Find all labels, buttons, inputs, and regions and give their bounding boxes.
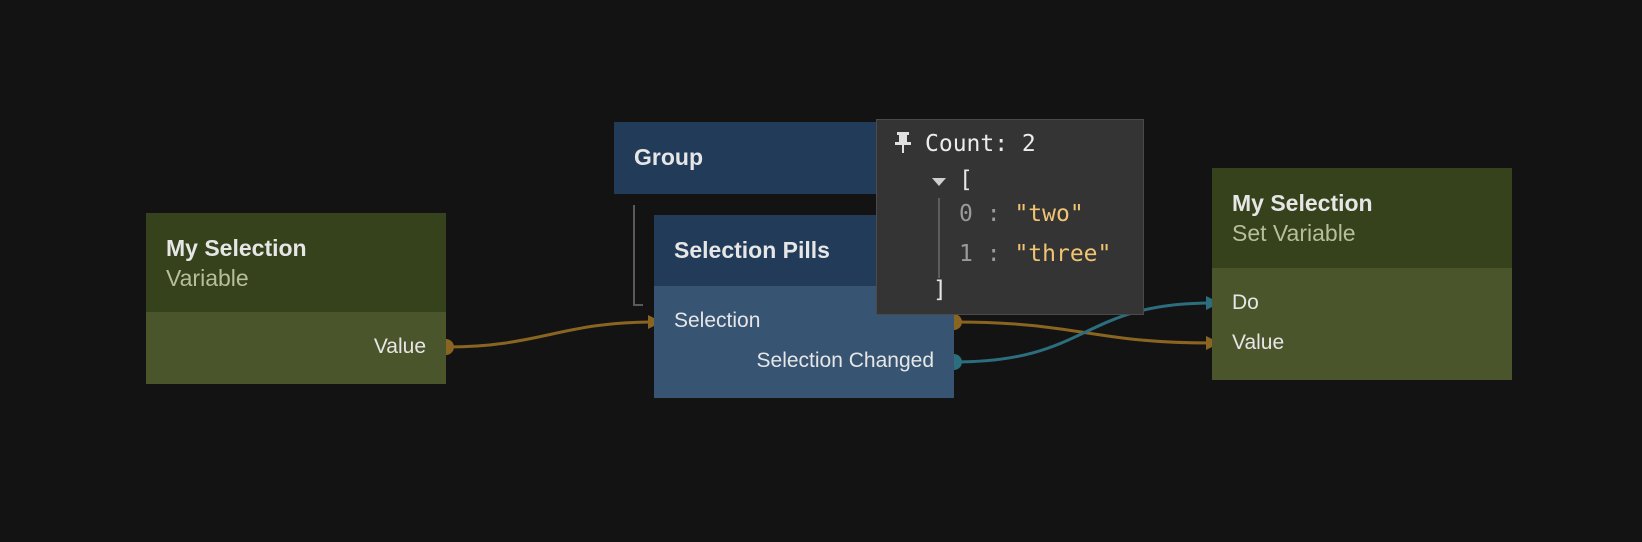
port-label-selection[interactable]: Selection [674, 309, 761, 332]
array-value: "three" [1014, 241, 1112, 267]
array-index: 1 [959, 241, 973, 267]
set-variable-node-header[interactable]: My Selection Set Variable [1212, 168, 1512, 268]
collapse-triangle-icon[interactable] [931, 176, 947, 188]
group-node-header[interactable]: Group [614, 122, 884, 172]
array-separator: : [986, 241, 1001, 267]
set-variable-node-title: My Selection [1232, 190, 1373, 216]
set-variable-node-subtitle: Set Variable [1232, 220, 1356, 246]
set-variable-node-body: Do Value [1212, 268, 1512, 380]
array-close-bracket: ] [933, 277, 947, 303]
variable-node-header[interactable]: My Selection Variable [146, 213, 446, 312]
port-label-selection-changed[interactable]: Selection Changed [756, 349, 934, 372]
variable-node-body: Value [146, 312, 446, 384]
selection-pills-node-title: Selection Pills [674, 237, 830, 263]
array-open-bracket: [ [959, 167, 973, 193]
port-label-value-out[interactable]: Value [373, 335, 426, 358]
group-node[interactable]: Group [614, 122, 884, 194]
array-index: 0 [959, 201, 973, 227]
inspector-count-label: Count: 2 [925, 131, 1036, 157]
variable-node[interactable]: My Selection Variable Value [146, 213, 446, 384]
array-value: "two" [1014, 201, 1084, 227]
port-label-value-in[interactable]: Value [1232, 331, 1285, 354]
array-entry-0: 0 : "two" [959, 200, 1084, 228]
wire-variable-to-selection [445, 320, 655, 349]
variable-node-subtitle: Variable [166, 265, 249, 291]
array-separator: : [986, 201, 1001, 227]
group-child-bracket [633, 205, 643, 306]
array-indent-guide [938, 198, 940, 278]
value-inspector-popup[interactable]: Count: 2 [ 0 : "two" 1 : "three" ] [876, 119, 1144, 315]
array-entry-1: 1 : "three" [959, 240, 1111, 268]
port-label-do[interactable]: Do [1232, 291, 1259, 314]
wire-selection-to-value [953, 320, 1213, 345]
pin-icon[interactable] [891, 130, 915, 154]
group-node-title: Group [634, 144, 703, 170]
variable-node-title: My Selection [166, 235, 307, 261]
set-variable-node[interactable]: My Selection Set Variable Do Value [1212, 168, 1512, 380]
selection-pills-node-body: Selection Selection Changed [654, 286, 954, 398]
